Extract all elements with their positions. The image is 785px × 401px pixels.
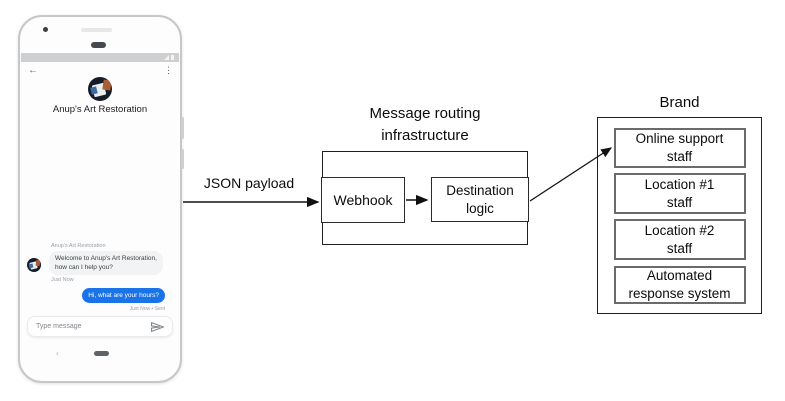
overflow-menu-icon[interactable]: ⋮: [164, 65, 173, 75]
incoming-message-bubble: Welcome to Anup's Art Restoration, how c…: [49, 251, 163, 275]
nav-home-icon[interactable]: [94, 351, 109, 356]
message-input[interactable]: Type message: [27, 316, 173, 337]
speaker-slot: [81, 28, 112, 32]
chat-title: Anup's Art Restoration: [52, 104, 148, 115]
battery-icon: [171, 55, 174, 60]
signal-icon: [164, 55, 169, 60]
avatar-art-blue: [28, 263, 34, 269]
brand-item-location-1: Location #1 staff: [613, 173, 746, 214]
send-icon[interactable]: [151, 321, 164, 332]
routing-infrastructure-box: Webhook Destination logic: [321, 151, 529, 245]
incoming-timestamp: Just Now: [51, 277, 74, 283]
outgoing-message-bubble: Hi, what are your hours?: [82, 288, 165, 303]
brand-box: Online support staff Location #1 staff L…: [597, 117, 762, 314]
status-bar: [21, 53, 179, 62]
destination-logic-box: Destination logic: [431, 177, 529, 222]
payload-arrow-label: JSON payload: [203, 175, 295, 191]
phone-mockup: ← ⋮ Anup's Art Restoration Anup's Art Re…: [18, 15, 184, 383]
earpiece: [91, 42, 106, 48]
back-arrow-icon[interactable]: ←: [28, 65, 38, 76]
routing-title: Message routing infrastructure: [369, 105, 481, 144]
brand-item-automated-response: Automated response system: [613, 266, 746, 304]
front-camera-icon: [43, 27, 48, 32]
message-avatar: [27, 258, 41, 272]
webhook-box: Webhook: [321, 177, 405, 223]
nav-back-icon[interactable]: ‹: [56, 348, 59, 358]
volume-button: [181, 117, 184, 139]
avatar-art-orange: [102, 79, 112, 91]
brand-avatar: [88, 77, 112, 101]
power-button: [181, 149, 184, 169]
avatar-art-orange: [35, 259, 41, 266]
message-input-placeholder: Type message: [36, 323, 82, 330]
brand-item-location-2: Location #2 staff: [613, 219, 746, 260]
brand-title: Brand: [659, 94, 700, 111]
brand-item-online-support: Online support staff: [613, 128, 746, 168]
sender-label: Anup's Art Restoration: [51, 243, 106, 249]
outgoing-timestamp: Just Now • Sent: [129, 306, 165, 312]
